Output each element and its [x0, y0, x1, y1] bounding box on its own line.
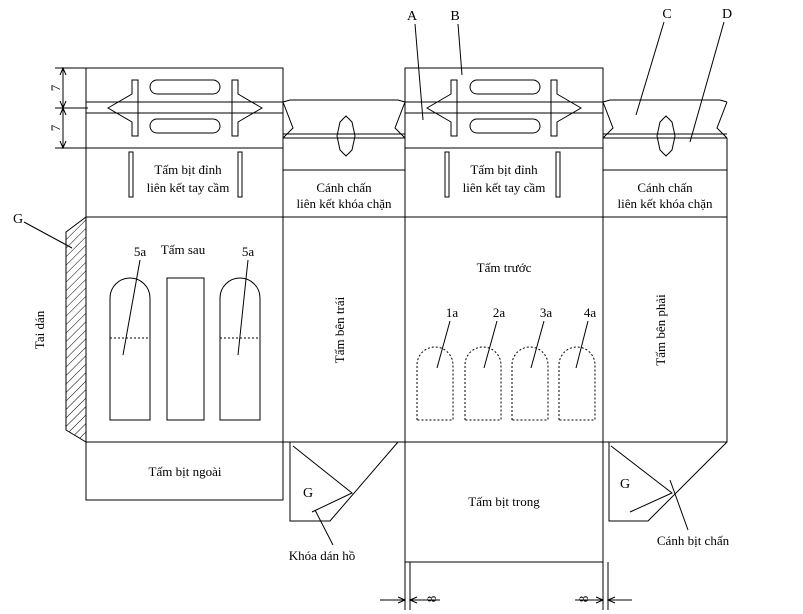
dim-8-left: 8 [424, 596, 439, 603]
callout-5a-right: 5a [242, 244, 255, 259]
side-flap-right-label-1: Cánh chấn [637, 180, 693, 195]
callout-g-glue: G [13, 212, 23, 227]
callout-5a-left: 5a [134, 244, 147, 259]
side-flap-left: Cánh chấn liên kết khóa chặn [282, 99, 406, 218]
right-side-panel-label: Tấm bên phải [653, 294, 668, 366]
callout-a: A [407, 9, 418, 24]
top-handle-panel-back: Tấm bịt đỉnh liên kết tay cầm [85, 67, 284, 218]
side-flap-right: Cánh chấn liên kết khóa chặn [602, 99, 728, 218]
callout-3a: 3a [540, 305, 553, 320]
lock-flap-label: Cánh bịt chấn [657, 533, 730, 548]
side-flap-right-label-2: liên kết khóa chặn [618, 196, 713, 211]
lock-glue-label: Khóa dán hồ [289, 548, 355, 563]
side-flap-left-label-2: liên kết khóa chặn [297, 196, 392, 211]
top-handle-back-label-1: Tấm bịt đỉnh [154, 162, 222, 177]
dim-7-lower: 7 [48, 124, 63, 131]
callout-d: D [722, 7, 732, 22]
glue-tab-label: Tai dán [32, 310, 47, 349]
glue-tab: Tai dán [32, 216, 87, 443]
callout-b: B [450, 9, 459, 24]
left-dimension: 7 7 [48, 66, 88, 150]
top-handle-front-label-2: liên kết tay cầm [463, 180, 546, 195]
dim-8-right: 8 [576, 596, 591, 603]
front-panel: Tấm trước 1a 2a 3a 4a [416, 260, 597, 421]
top-callouts: A B C D G [13, 7, 732, 249]
bottom-dimension: 8 8 [380, 562, 632, 610]
callout-2a: 2a [493, 305, 506, 320]
lock-flap-right: G Cánh bịt chấn [608, 441, 730, 548]
top-handle-back-label-2: liên kết tay cầm [147, 180, 230, 195]
back-panel-label: Tấm sau [161, 242, 206, 257]
callout-1a: 1a [446, 305, 459, 320]
front-panel-label: Tấm trước [477, 260, 532, 275]
top-handle-front-label-1: Tấm bịt đỉnh [470, 162, 538, 177]
callout-c: C [662, 7, 671, 22]
inner-bottom-flap: Tấm bịt trong [404, 441, 604, 563]
lock-glue-flap: G Khóa dán hồ [289, 441, 399, 563]
back-panel: Tấm sau 5a 5a [109, 242, 261, 421]
callout-g-right: G [620, 477, 630, 492]
inner-bottom-label: Tấm bịt trong [468, 494, 540, 509]
side-flap-left-label-1: Cánh chấn [316, 180, 372, 195]
outer-bottom-label: Tấm bịt ngoài [149, 464, 222, 479]
left-side-panel-label: Tấm bên trái [332, 296, 347, 363]
top-handle-panel-front: Tấm bịt đỉnh liên kết tay cầm [404, 67, 604, 218]
callout-g-lock: G [303, 486, 313, 501]
callout-4a: 4a [584, 305, 597, 320]
dim-7-upper: 7 [48, 84, 63, 91]
outer-bottom-flap: Tấm bịt ngoài [85, 441, 284, 501]
